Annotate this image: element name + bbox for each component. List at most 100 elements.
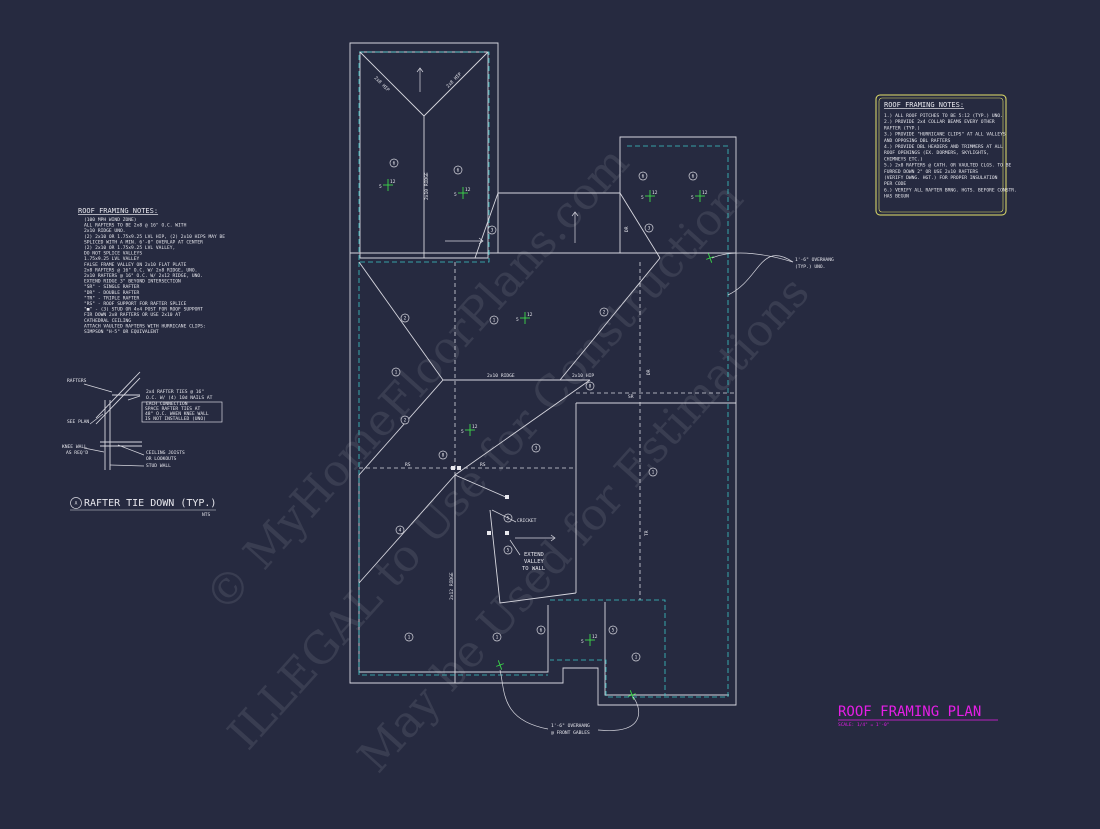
general-note-line: "RS" - ROOF SUPPORT FOR RAFTER SPLICE: [84, 301, 187, 307]
specific-note-line: HAS BEGUN: [884, 194, 909, 200]
detail-label-tie-1: 2x4 RAFTER TIES @ 16": [146, 389, 204, 395]
hip-line: [358, 474, 456, 584]
detail-callout-box: [141, 401, 223, 423]
rafter-tie-detail: RAFTERS SEE PLAN KNEE WALL AS REQ'D 2x4 …: [62, 371, 223, 518]
plan-title: ROOF FRAMING PLAN: [838, 704, 981, 720]
pitch-marker: 512: [379, 179, 396, 191]
note-bubble: 1: [404, 632, 414, 642]
detail-label-stud: STUD WALL: [146, 463, 171, 469]
specific-note-line: 5.) 2x8 RAFTERS @ CATH. OR VAULTED CLGS.…: [884, 163, 1011, 169]
label-extend-1: EXTEND: [524, 552, 544, 558]
note-bubble: 6: [389, 158, 399, 168]
general-note-line: EXTEND RIDGE 3" BEYOND INTERSECTION: [84, 279, 181, 285]
note-bubbles: 6 6 6 6 3 3 2 1 2 1 8 2 3 8 1 4 5 5 1 1 …: [389, 158, 698, 662]
hip-line: [358, 379, 444, 476]
label-hip-left: 2x8 HIP: [373, 75, 391, 93]
overhang-top-wing: [358, 51, 490, 263]
framing-lines: [358, 51, 736, 600]
svg-text:5: 5: [507, 516, 510, 522]
general-notes: ROOF FRAMING NOTES: (100 MPH WIND ZONE)A…: [78, 207, 225, 335]
detail-marker-text: A: [75, 501, 78, 507]
svg-text:6: 6: [540, 628, 543, 634]
svg-text:12: 12: [465, 187, 471, 193]
svg-text:8: 8: [442, 453, 445, 459]
label-ridge-mid: 2x10 RIDGE: [487, 373, 515, 379]
note-bubble: 1: [489, 315, 499, 325]
svg-text:3: 3: [648, 226, 651, 232]
svg-text:1: 1: [493, 318, 496, 324]
svg-text:6: 6: [692, 174, 695, 180]
note-bubble: 8: [438, 450, 448, 460]
svg-text:12: 12: [652, 190, 658, 196]
svg-text:5: 5: [581, 639, 584, 645]
cricket-outline: [489, 509, 577, 604]
specific-note-line: FURRED DOWN 2" OR USE 2x10 RAFTERS: [884, 169, 978, 175]
label-extend-2: VALLEY: [524, 559, 545, 565]
svg-text:6: 6: [393, 161, 396, 167]
label-hip-2x10: 2x10 HIP: [572, 373, 594, 379]
hip-line: [423, 51, 489, 117]
label-front-2: @ FRONT GABLES: [551, 730, 590, 736]
svg-text:8: 8: [589, 384, 592, 390]
note-bubble: 5: [608, 625, 618, 635]
general-note-line: 2x10 RAFTERS @ 16" O.C. W/ 2x12 RIDGE, U…: [84, 273, 203, 279]
note-bubble: 3: [487, 225, 497, 235]
pitch-marker: 5 12: [454, 187, 471, 199]
note-bubble: 1: [391, 367, 401, 377]
general-note-line: DO NOT SPLICE VALLEYS: [84, 251, 142, 257]
pitch-marker: 512: [641, 190, 658, 202]
general-note-line: ALL RAFTERS TO BE 2x8 @ 16" O.C. WITH: [84, 223, 187, 229]
specific-note-line: 1.) ALL ROOF PITCHES TO BE 5:12 (TYP.) U…: [884, 113, 1003, 119]
plan-scale: SCALE: 1/4" = 1'-0": [838, 722, 889, 728]
lower-right-fascia: [604, 602, 729, 696]
svg-text:1: 1: [635, 655, 638, 661]
leaders: [491, 252, 794, 731]
svg-text:5: 5: [516, 317, 519, 323]
specific-note-line: CHIMNEYS ETC.): [884, 156, 923, 162]
svg-text:3: 3: [535, 446, 538, 452]
label-dr-right: DR: [646, 369, 652, 375]
svg-text:12: 12: [702, 190, 708, 196]
svg-text:12: 12: [390, 179, 396, 185]
overhang-top-right: [627, 145, 729, 260]
note-bubble: 6: [536, 625, 546, 635]
notes-box-inner: [878, 97, 1004, 213]
pitch-marker: 512: [461, 424, 478, 436]
svg-text:2: 2: [404, 418, 407, 424]
notes-box-outer: [875, 94, 1007, 216]
svg-text:1: 1: [408, 635, 411, 641]
detail-label-tie-2: O.C. W/ (4) 10d NAILS AT: [146, 395, 213, 401]
pitch-marker: 512: [691, 190, 708, 202]
valley-line: [474, 192, 499, 259]
note-bubble: 2: [400, 313, 410, 323]
hip-line: [454, 379, 591, 476]
svg-text:5: 5: [454, 192, 457, 198]
note-bubble: 8: [585, 381, 595, 391]
specific-note-line: RAFTER (TYP.): [884, 125, 920, 131]
label-dr-mid: DR: [624, 226, 630, 232]
hip-line: [359, 51, 425, 117]
specific-note-line: AND OPPOSING DBL RAFTERS: [884, 138, 951, 144]
label-ridge-2x12: 2x12 RIDGE: [449, 572, 455, 600]
label-ridge-top: 2x10 RIDGE: [424, 172, 430, 200]
general-notes-title: ROOF FRAMING NOTES:: [78, 207, 158, 215]
detail-label-as-reqd: AS REQ'D: [66, 450, 88, 456]
detail-label-joist-1: CEILING JOISTS: [146, 450, 185, 456]
general-note-line: 2x8 RAFTERS @ 16" O.C. W/ 2x8 RIDGE, UNO…: [84, 267, 197, 273]
label-extend-3: TO WALL: [522, 566, 546, 572]
general-note-line: CATHEDRAL CEILING: [84, 318, 131, 324]
pitch-marker: [496, 660, 504, 670]
svg-text:1: 1: [496, 635, 499, 641]
plan-title-block: ROOF FRAMING PLAN SCALE: 1/4" = 1'-0": [838, 704, 998, 728]
specific-note-line: 4.) PROVIDE DBL HEADERS AND TRIMMERS AT …: [884, 144, 1003, 150]
detail-label-joist-2: OR LOOKOUTS: [146, 456, 177, 462]
specific-note-line: ROOF OPENINGS (EX. DORMERS, SKYLIGHTS,: [884, 150, 989, 156]
pitch-markers: 512 512 512 512 512 512 512: [379, 179, 714, 700]
detail-scale: NTS: [202, 512, 211, 518]
note-bubble: 2: [599, 307, 609, 317]
pitch-marker: 5 12: [581, 634, 598, 646]
svg-text:12: 12: [592, 634, 598, 640]
specific-notes: ROOF FRAMING NOTES: 1.) ALL ROOF PITCHES…: [875, 94, 1017, 216]
